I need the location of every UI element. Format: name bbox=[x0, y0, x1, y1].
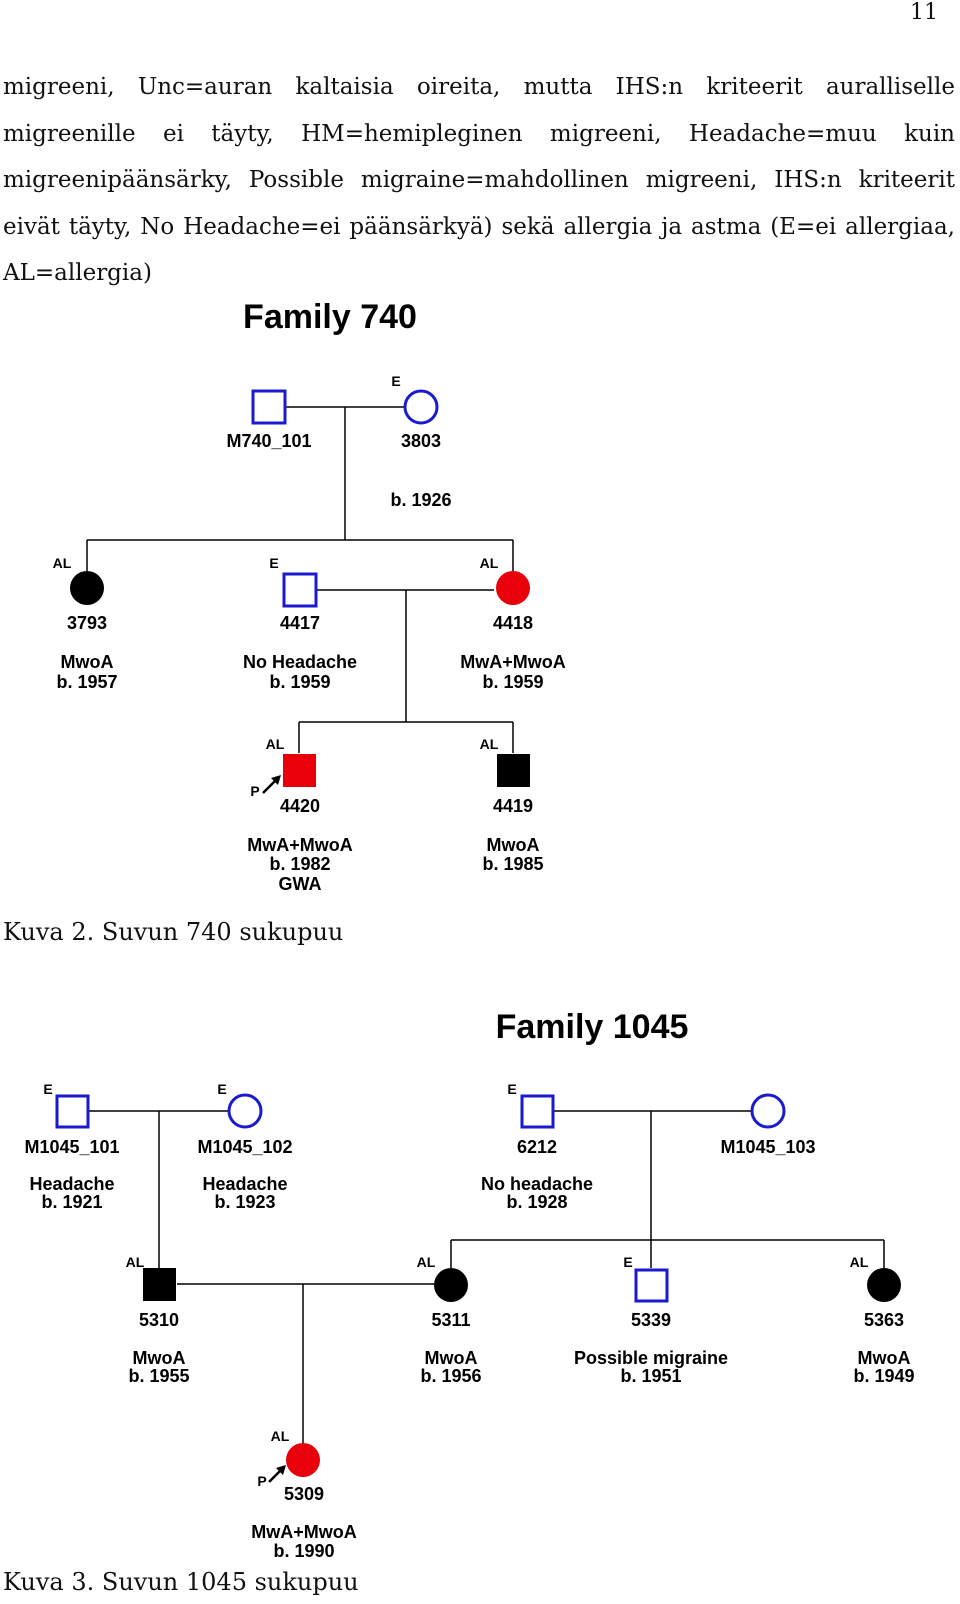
proband-arrow-icon bbox=[262, 775, 281, 794]
person-id: M740_101 bbox=[226, 431, 311, 451]
person-tag: AL bbox=[271, 1428, 290, 1444]
person-id: M1045_103 bbox=[720, 1137, 815, 1157]
person-diagnosis: MwoA bbox=[858, 1348, 911, 1368]
pedigree-1045-male-symbol bbox=[634, 1268, 669, 1303]
figure-caption-1045: Kuva 3. Suvun 1045 sukupuu bbox=[3, 1568, 359, 1596]
person-diagnosis: No Headache bbox=[243, 652, 357, 672]
pedigree-1045-affected-male bbox=[143, 1268, 176, 1301]
person-id: 5310 bbox=[139, 1310, 179, 1330]
person-id: 5363 bbox=[864, 1310, 904, 1330]
pedigree-740-proband-male bbox=[283, 754, 316, 787]
person-diagnosis: Possible migraine bbox=[574, 1348, 728, 1368]
person-born: b. 1985 bbox=[482, 854, 543, 874]
person-id: M1045_102 bbox=[197, 1137, 292, 1157]
person-tag: E bbox=[269, 555, 278, 571]
person-tag: E bbox=[623, 1254, 632, 1270]
proband-marker: P bbox=[250, 783, 259, 799]
person-tag: AL bbox=[53, 555, 72, 571]
pedigree-1045-affected-female bbox=[867, 1268, 901, 1302]
person-tag: AL bbox=[266, 736, 285, 752]
person-id: 4420 bbox=[280, 796, 320, 816]
person-id: 5339 bbox=[631, 1310, 671, 1330]
pedigree-1045-female-symbol bbox=[750, 1093, 786, 1129]
figure-caption-740: Kuva 2. Suvun 740 sukupuu bbox=[3, 918, 344, 946]
pedigree-1045-male-symbol bbox=[55, 1094, 90, 1129]
person-born: b. 1959 bbox=[269, 672, 330, 692]
page-number: 11 bbox=[910, 0, 938, 25]
proband-marker: P bbox=[257, 1473, 266, 1489]
person-id: 4417 bbox=[280, 613, 320, 633]
person-born: b. 1982 bbox=[269, 854, 330, 874]
pedigree-740-male-symbol bbox=[251, 389, 287, 425]
person-born: b. 1923 bbox=[214, 1192, 275, 1212]
person-diagnosis: Headache bbox=[29, 1174, 114, 1194]
person-diagnosis: MwoA bbox=[425, 1348, 478, 1368]
person-tag: E bbox=[217, 1081, 226, 1097]
person-tag: E bbox=[507, 1081, 516, 1097]
pedigree-740-affected-female-red bbox=[496, 571, 530, 605]
body-paragraph: migreeni, Unc=auran kaltaisia oireita, m… bbox=[3, 74, 955, 286]
person-diagnosis: MwoA bbox=[133, 1348, 186, 1368]
figure-1045-title: Family 1045 bbox=[496, 1008, 689, 1046]
person-diagnosis: MwoA bbox=[61, 652, 114, 672]
person-id: 5309 bbox=[284, 1484, 324, 1504]
person-born: b. 1928 bbox=[506, 1192, 567, 1212]
person-born: b. 1921 bbox=[41, 1192, 102, 1212]
person-diagnosis: Headache bbox=[202, 1174, 287, 1194]
person-id: 3803 bbox=[401, 431, 441, 451]
pedigree-1045-affected-female bbox=[434, 1268, 468, 1302]
person-born: b. 1949 bbox=[853, 1366, 914, 1386]
person-id: 3793 bbox=[67, 613, 107, 633]
pedigree-740-affected-female bbox=[70, 571, 104, 605]
person-tag: AL bbox=[850, 1254, 869, 1270]
pedigree-740-female-symbol bbox=[403, 389, 439, 425]
person-id: M1045_101 bbox=[24, 1137, 119, 1157]
person-id: 4419 bbox=[493, 796, 533, 816]
person-tag: AL bbox=[480, 736, 499, 752]
pedigree-740-affected-male bbox=[497, 754, 530, 787]
person-tag: AL bbox=[480, 555, 499, 571]
person-id: 4418 bbox=[493, 613, 533, 633]
person-tag: AL bbox=[126, 1254, 145, 1270]
person-diagnosis: MwoA bbox=[487, 835, 540, 855]
person-extra: GWA bbox=[279, 874, 322, 894]
pedigree-740-male-symbol bbox=[282, 572, 318, 608]
figure-740-title: Family 740 bbox=[243, 298, 417, 336]
pedigree-1045-female-symbol bbox=[227, 1093, 263, 1129]
person-id: 5311 bbox=[431, 1310, 470, 1330]
pedigree-1045-lines bbox=[88, 1110, 885, 1458]
person-born: b. 1951 bbox=[620, 1366, 681, 1386]
person-id: 6212 bbox=[517, 1137, 557, 1157]
pedigree-740-lines bbox=[86, 406, 514, 753]
person-born: b. 1959 bbox=[482, 672, 543, 692]
proband-arrow-icon bbox=[268, 1465, 286, 1483]
person-diagnosis: No headache bbox=[481, 1174, 593, 1194]
pedigree-1045-proband-female bbox=[286, 1443, 320, 1477]
person-diagnosis: MwA+MwoA bbox=[247, 835, 353, 855]
person-born: b. 1956 bbox=[420, 1366, 481, 1386]
person-born: b. 1955 bbox=[128, 1366, 189, 1386]
person-tag: AL bbox=[417, 1254, 436, 1270]
person-diagnosis: MwA+MwoA bbox=[251, 1522, 357, 1542]
person-born: b. 1926 bbox=[390, 490, 451, 510]
person-born: b. 1990 bbox=[273, 1541, 334, 1561]
person-tag: E bbox=[43, 1081, 52, 1097]
person-tag: E bbox=[391, 373, 400, 389]
person-diagnosis: MwA+MwoA bbox=[460, 652, 566, 672]
pedigree-1045-male-symbol bbox=[520, 1094, 555, 1129]
person-born: b. 1957 bbox=[56, 672, 117, 692]
